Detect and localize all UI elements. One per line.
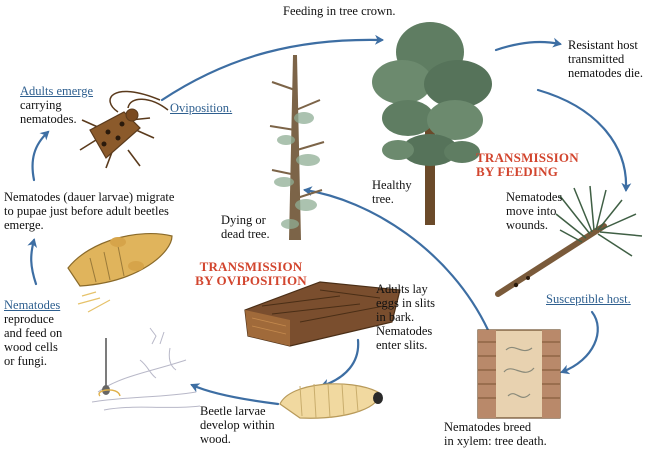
label-resistant-host: Resistant host transmitted nematodes die…	[568, 38, 643, 80]
arrow-twig-to-xylem	[560, 310, 599, 375]
cycle-arrows	[27, 34, 632, 406]
arrow-larva-to-nematodes	[190, 383, 280, 406]
label-reproduce: reproduce and feed on wood cells or fung…	[4, 312, 63, 368]
label-adults-lay: Adults lay eggs in slits in bark. Nemato…	[376, 282, 436, 352]
arrow-crown-to-twig	[536, 88, 632, 192]
xylem-section-icon	[477, 329, 561, 419]
larva-icon	[279, 383, 383, 419]
arrow-beetle-to-crown	[160, 34, 384, 102]
arrow-crown-to-resistant	[494, 37, 562, 52]
label-nematodes-move: Nematodes move into wounds.	[506, 190, 563, 232]
label-oviposition: Oviposition.	[170, 101, 233, 115]
label-feeding-crown: Feeding in tree crown.	[283, 4, 396, 18]
arrow-dauer-to-beetle	[31, 130, 50, 182]
label-dying-tree: Dying or dead tree.	[221, 213, 270, 241]
arrow-bark-to-larva	[320, 338, 360, 389]
dying-tree-icon	[269, 55, 325, 240]
label-transmission-oviposition: TRANSMISSION BY OVIPOSITION	[195, 259, 307, 288]
label-transmission-feeding: TRANSMISSION BY FEEDING	[476, 150, 579, 179]
fungal-hyphae-icon	[91, 327, 201, 411]
label-breed-xylem: Nematodes breed in xylem: tree death.	[444, 420, 547, 448]
arrow-xylem-to-dying-tree	[303, 186, 490, 332]
label-dauer-migrate: Nematodes (dauer larvae) migrate to pupa…	[4, 190, 175, 232]
label-adults-emerge: Adults emerge	[20, 84, 94, 98]
label-susceptible-host: Susceptible host.	[546, 292, 631, 306]
label-carrying: carrying nematodes.	[20, 98, 77, 126]
pine-twig-icon	[495, 185, 643, 297]
pupa-icon	[67, 232, 173, 313]
label-nematodes-link: Nematodes	[4, 298, 61, 312]
longhorn-beetle-icon	[79, 90, 169, 169]
pine-tree-icon	[372, 22, 492, 225]
label-healthy-tree: Healthy tree.	[372, 178, 412, 206]
arrow-nematodes-to-dauer	[27, 238, 38, 286]
bark-log-icon	[244, 281, 401, 347]
label-beetle-larvae: Beetle larvae develop within wood.	[200, 404, 275, 446]
